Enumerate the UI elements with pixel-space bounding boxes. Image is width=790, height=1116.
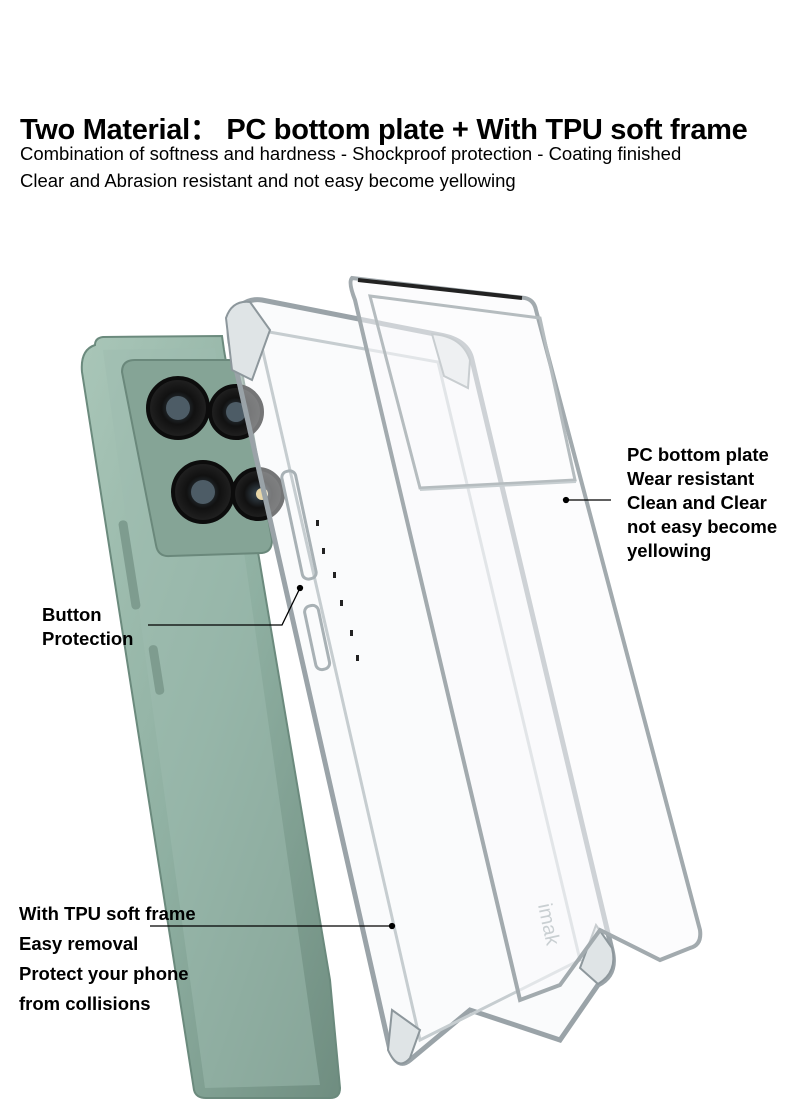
callout-line-text: not easy become (627, 516, 778, 537)
callout-lines (148, 496, 611, 930)
callout-line-text: PC bottom plate (627, 444, 769, 465)
button-protection-callout: Button Protection (42, 603, 133, 651)
tpu-callout-dot (388, 922, 396, 930)
pc-plate-callout: PC bottom plate Wear resistant Clean and… (627, 443, 777, 563)
callout-line-text: from collisions (19, 993, 151, 1014)
callout-line-text: Easy removal (19, 933, 139, 954)
callout-line-text: Protection (42, 628, 134, 649)
callout-line-text: Clean and Clear (627, 492, 767, 513)
pc-plate-image: imak (348, 275, 703, 1003)
callout-line-text: With TPU soft frame (19, 903, 196, 924)
page-title: Two Material： PC bottom plate + With TPU… (20, 114, 748, 146)
phone-product-image (80, 334, 342, 1099)
subtitle-line-1: Combination of softness and hardness - S… (20, 143, 682, 164)
button-callout-line (148, 587, 301, 626)
pc-callout-dot (562, 496, 570, 504)
callout-line-text: Button (42, 604, 102, 625)
callout-line-text: yellowing (627, 540, 712, 561)
callout-line-text: Protect your phone (19, 963, 189, 984)
callout-line-text: Wear resistant (627, 468, 755, 489)
button-callout-dot (296, 584, 304, 592)
subtitle-line-2: Clear and Abrasion resistant and not eas… (20, 170, 516, 191)
tpu-frame-callout: With TPU soft frame Easy removal Protect… (19, 899, 196, 1019)
